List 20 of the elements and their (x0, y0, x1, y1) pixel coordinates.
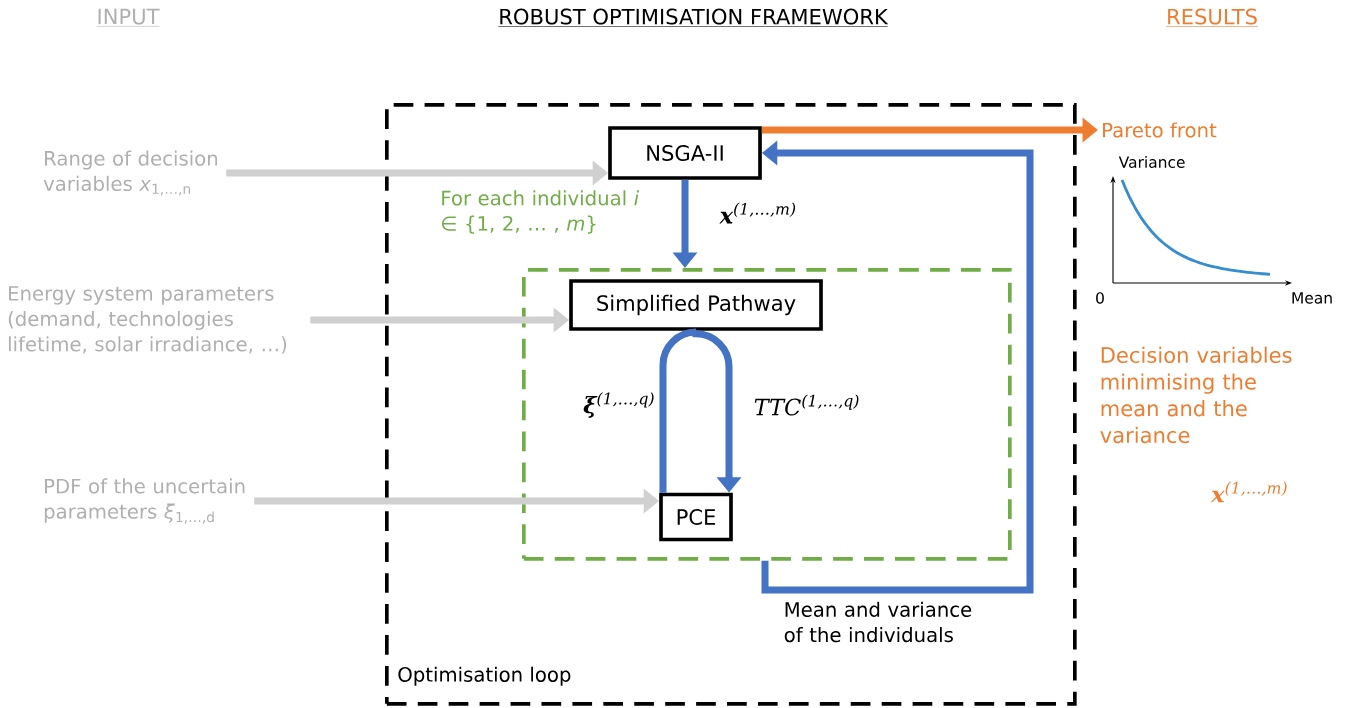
input-text: Range of decision variables x$_{1,…,n}$ (43, 150, 218, 196)
result-text: Pareto front (1103, 122, 1217, 138)
input-text: PDF of the uncertain parameters ξ$_{1,…,d}$ (44, 478, 245, 524)
process-box: PCE (659, 492, 733, 542)
edge-label: Mean and variance of the individuals (784, 601, 972, 643)
result-text: Decision variables minimising the mean and the variance (1100, 346, 1292, 444)
process-box: NSGA-II (608, 126, 762, 180)
axis-label: Mean (1292, 292, 1332, 304)
column-heading: RESULTS (1165, 8, 1259, 27)
edge-label: x$^{(1,…,m)}$ (719, 202, 796, 224)
column-heading: INPUT (96, 8, 160, 27)
input-text: Energy system parameters (demand, technologies lifetime, solar irradiance, …) (8, 286, 287, 354)
result-formula: x$^{(1,…,m)}$ (1210, 481, 1287, 503)
axis-label: Variance (1118, 156, 1185, 168)
edge-label: ξ$^{(1,…,q)}$ (583, 392, 654, 418)
column-heading: ROBUST OPTIMISATION FRAMEWORK (498, 8, 889, 27)
axis-label: 0 (1096, 292, 1104, 304)
edge-label: TTC$^{(1,…,q)}$ (754, 394, 859, 416)
process-box: Simplified Pathway (569, 279, 823, 331)
node-label: For each individual i ∈ {1, 2, … , m} (441, 190, 640, 234)
